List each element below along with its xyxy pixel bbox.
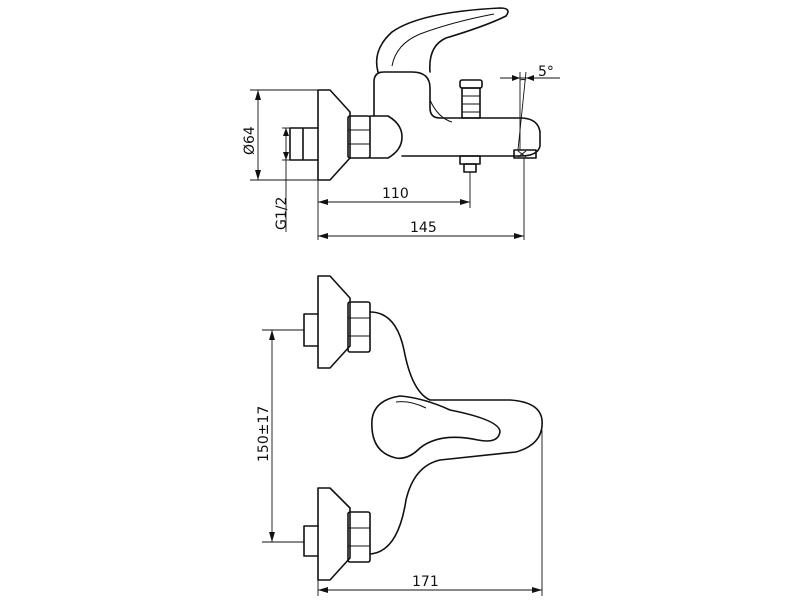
side-body <box>373 71 541 157</box>
diameter-label: Ø64 <box>242 126 258 155</box>
side-lever <box>375 7 509 73</box>
side-inlet-stub <box>289 127 319 161</box>
spout-offset-label: 110 <box>382 186 409 202</box>
front-lever-inner <box>395 401 427 409</box>
front-hex-nut-upper <box>347 301 371 353</box>
front-inlet-upper <box>303 313 319 347</box>
side-shower-outlet <box>459 155 481 173</box>
side-diverter-knob <box>459 79 483 119</box>
side-aerator <box>513 149 537 159</box>
side-body-inner <box>429 99 453 123</box>
dim-overall-width: 171 <box>317 430 543 596</box>
angle-label: 5° <box>538 64 554 80</box>
overall-depth-label: 145 <box>410 220 437 236</box>
dim-center-distance: 150±17 <box>256 329 304 543</box>
side-flange <box>317 89 351 181</box>
overall-width-label: 171 <box>412 574 439 590</box>
front-view: 150±17 171 <box>256 275 543 596</box>
dim-spout-offset: 110 <box>317 172 471 240</box>
front-flange-upper <box>317 275 351 369</box>
front-body <box>369 311 543 555</box>
front-inlet-lower <box>303 525 319 557</box>
front-lever <box>371 395 501 460</box>
side-eccentric <box>369 115 403 159</box>
side-lever-inner <box>391 13 495 67</box>
dim-overall-depth: 145 <box>318 158 525 240</box>
thread-label: G1/2 <box>274 197 290 230</box>
dim-angle: 5° <box>500 64 560 151</box>
side-hex-nut <box>347 115 371 159</box>
center-distance-label: 150±17 <box>256 406 272 462</box>
front-flange-lower <box>317 487 351 581</box>
dim-thread: G1/2 <box>274 127 290 232</box>
front-hex-nut-lower <box>347 511 371 563</box>
side-view: Ø64 G1/2 110 145 <box>242 7 560 240</box>
dim-diameter: Ø64 <box>242 89 318 181</box>
